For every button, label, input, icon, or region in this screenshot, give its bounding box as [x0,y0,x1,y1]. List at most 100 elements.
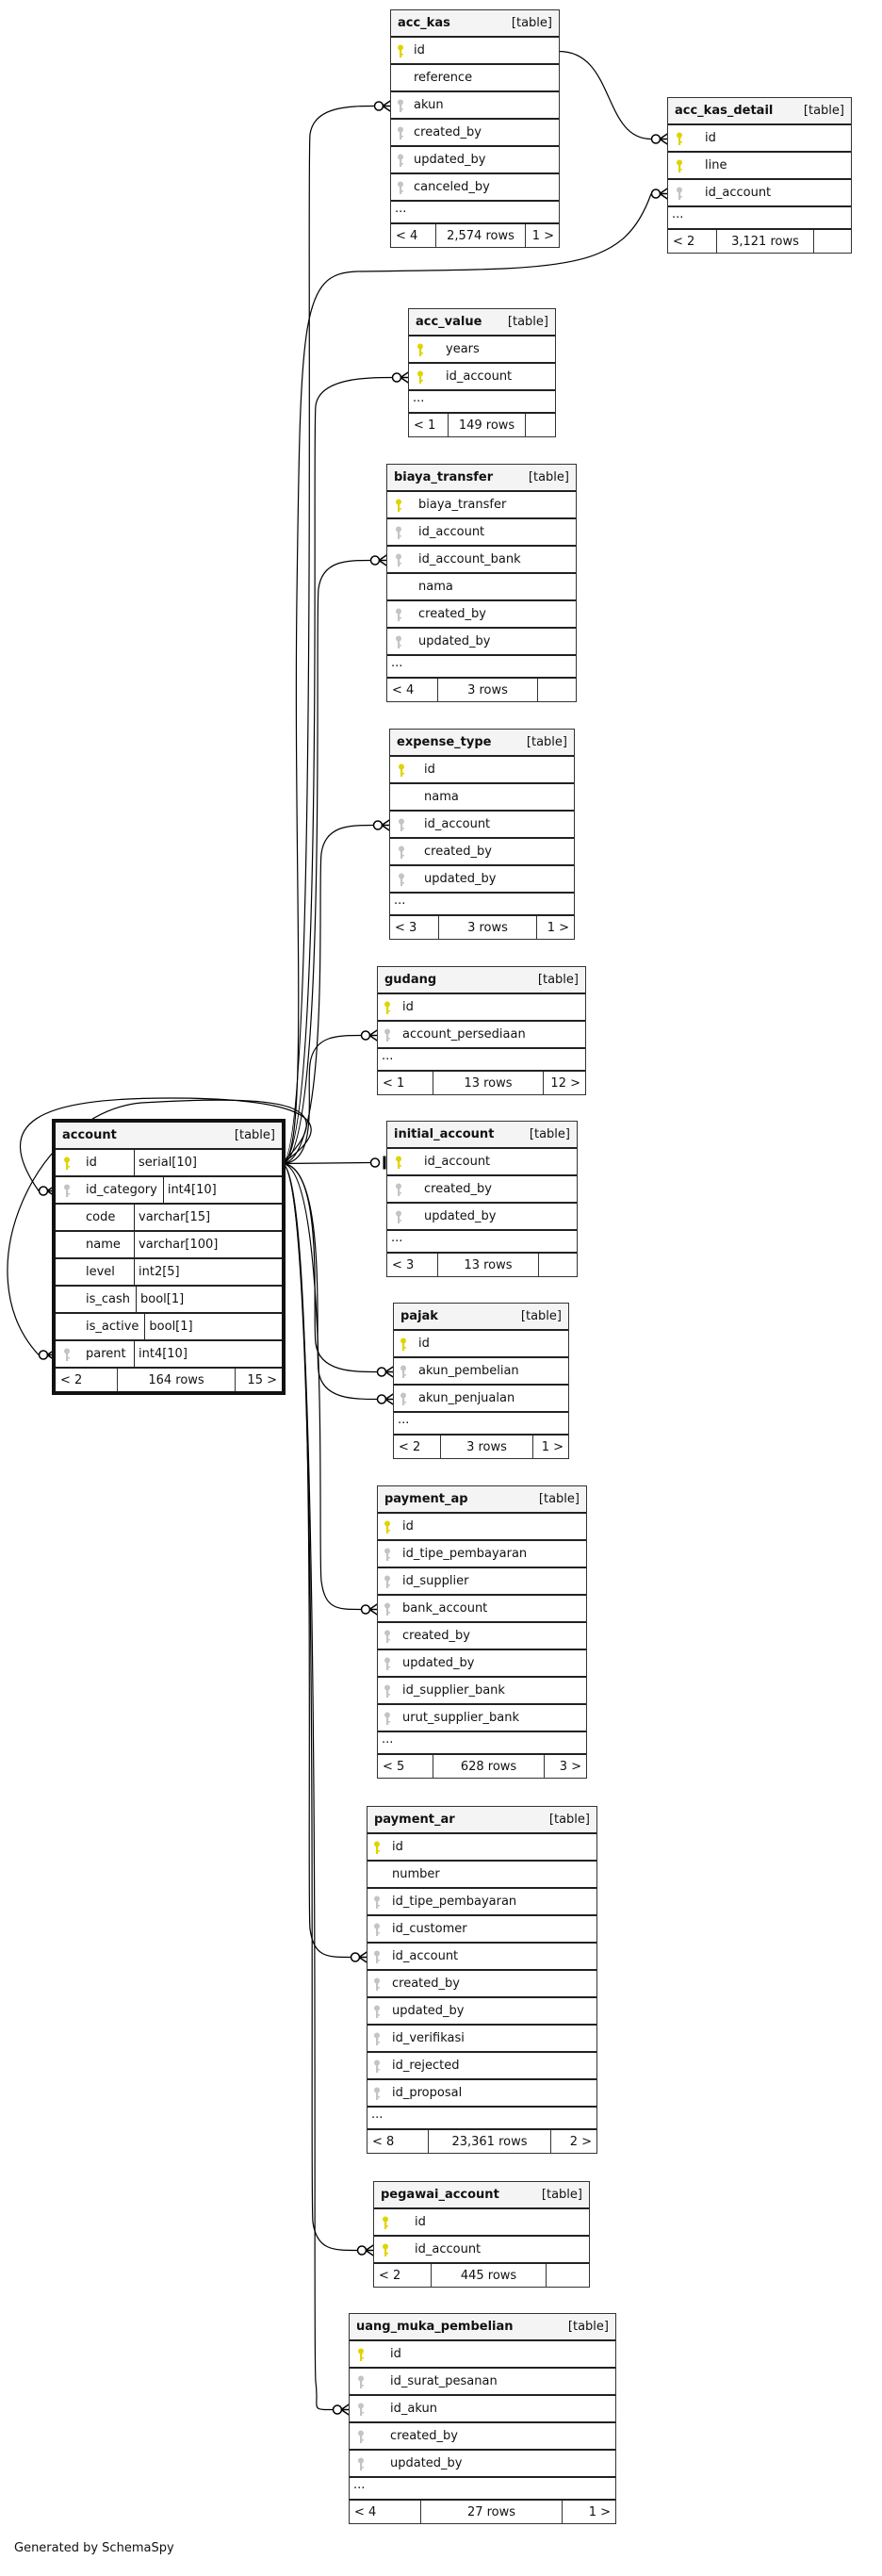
parents-count-link[interactable]: < 2 [374,2264,432,2287]
children-count-link[interactable]: 15 > [247,1372,277,1387]
parents-count-link[interactable]: < 4 [350,2501,421,2523]
table-name[interactable]: pegawai_account [381,2188,499,2202]
column-row[interactable]: updated_by [378,1650,586,1678]
column-row[interactable]: created_by [387,1176,577,1204]
column-row[interactable]: id_account [387,519,576,547]
parents-count-link[interactable]: < 5 [378,1755,433,1778]
column-row[interactable]: account_persediaan [378,1022,585,1049]
column-row[interactable]: id [390,757,574,784]
column-row[interactable]: id_surat_pesanan [350,2369,615,2396]
column-row[interactable]: id [378,1514,586,1541]
more-columns-indicator[interactable]: ... [390,894,574,916]
column-row[interactable]: id_account [368,1944,596,1971]
children-count-link[interactable] [526,414,555,436]
column-row[interactable]: canceled_by [391,174,559,202]
column-row[interactable]: akun [391,92,559,120]
children-count-link[interactable]: 12 > [550,1075,580,1091]
column-row[interactable]: id_account_bank [387,547,576,574]
children-count-link[interactable] [547,2264,589,2287]
table-name[interactable]: biaya_transfer [394,470,494,484]
column-row[interactable]: updated_by [368,1998,596,2026]
more-columns-indicator[interactable]: ... [391,202,559,224]
parents-count-link[interactable]: < 2 [668,230,717,253]
column-row[interactable]: updated_by [391,147,559,174]
column-row[interactable]: urut_supplier_bank [378,1705,586,1732]
column-row[interactable]: id [374,2209,589,2237]
parents-count-link[interactable]: < 2 [56,1369,118,1391]
more-columns-indicator[interactable]: ... [350,2478,615,2501]
more-columns-indicator[interactable]: ... [378,1049,585,1072]
children-count-link[interactable]: 3 > [559,1759,581,1774]
column-row[interactable]: line [668,153,851,180]
parents-count-link[interactable]: < 2 [394,1436,441,1458]
column-row[interactable]: id_verifikasi [368,2026,596,2053]
more-columns-indicator[interactable]: ... [394,1413,568,1436]
children-count-link[interactable]: 1 > [541,1439,564,1454]
table-name[interactable]: initial_account [394,1127,495,1141]
column-row[interactable]: updated_by [387,629,576,656]
column-row[interactable]: id [394,1331,568,1358]
more-columns-indicator[interactable]: ... [368,2108,596,2130]
table-name[interactable]: acc_kas_detail [675,104,774,118]
children-count-link[interactable] [539,1254,577,1276]
children-count-link[interactable]: 1 > [547,920,569,935]
column-row[interactable]: id_tipe_pembayaran [368,1889,596,1916]
column-row[interactable]: updated_by [350,2451,615,2478]
column-row[interactable]: id [378,994,585,1022]
column-row[interactable]: id_proposal [368,2080,596,2108]
column-row[interactable]: created_by [368,1971,596,1998]
parents-count-link[interactable]: < 3 [390,916,439,939]
table-name[interactable]: payment_ap [384,1492,468,1506]
parents-count-link[interactable]: < 4 [387,679,438,701]
column-row[interactable]: id [668,125,851,153]
column-row[interactable]: id_rejected [368,2053,596,2080]
column-row[interactable]: id_akun [350,2396,615,2423]
column-row[interactable]: id [350,2341,615,2369]
parents-count-link[interactable]: < 1 [409,414,449,436]
table-name[interactable]: pajak [400,1309,438,1323]
children-count-link[interactable]: 2 > [569,2134,592,2149]
column-row[interactable]: nama [387,574,576,601]
column-row[interactable]: id_account [390,812,574,839]
more-columns-indicator[interactable]: ... [668,207,851,230]
children-count-link[interactable] [814,230,851,253]
more-columns-indicator[interactable]: ... [387,656,576,679]
column-row[interactable]: id_supplier_bank [378,1678,586,1705]
column-row[interactable]: id_account [374,2237,589,2264]
column-row[interactable]: id_account [409,364,555,391]
column-row[interactable]: akun_penjualan [394,1386,568,1413]
table-name[interactable]: expense_type [397,735,492,749]
parents-count-link[interactable]: < 3 [387,1254,438,1276]
column-row[interactable]: biaya_transfer [387,492,576,519]
column-row[interactable]: years [409,336,555,364]
column-row[interactable]: id_customer [368,1916,596,1944]
table-name[interactable]: account [62,1128,117,1142]
column-row[interactable]: created_by [390,839,574,866]
table-name[interactable]: gudang [384,973,437,987]
children-count-link[interactable] [538,679,576,701]
more-columns-indicator[interactable]: ... [378,1732,586,1755]
column-row[interactable]: id_supplier [378,1568,586,1596]
column-row[interactable]: nama [390,784,574,812]
column-row[interactable]: created_by [391,120,559,147]
table-name[interactable]: acc_kas [398,16,450,30]
column-row[interactable]: id_account [387,1149,577,1176]
column-row[interactable]: updated_by [387,1204,577,1231]
table-name[interactable]: payment_ar [374,1813,455,1827]
